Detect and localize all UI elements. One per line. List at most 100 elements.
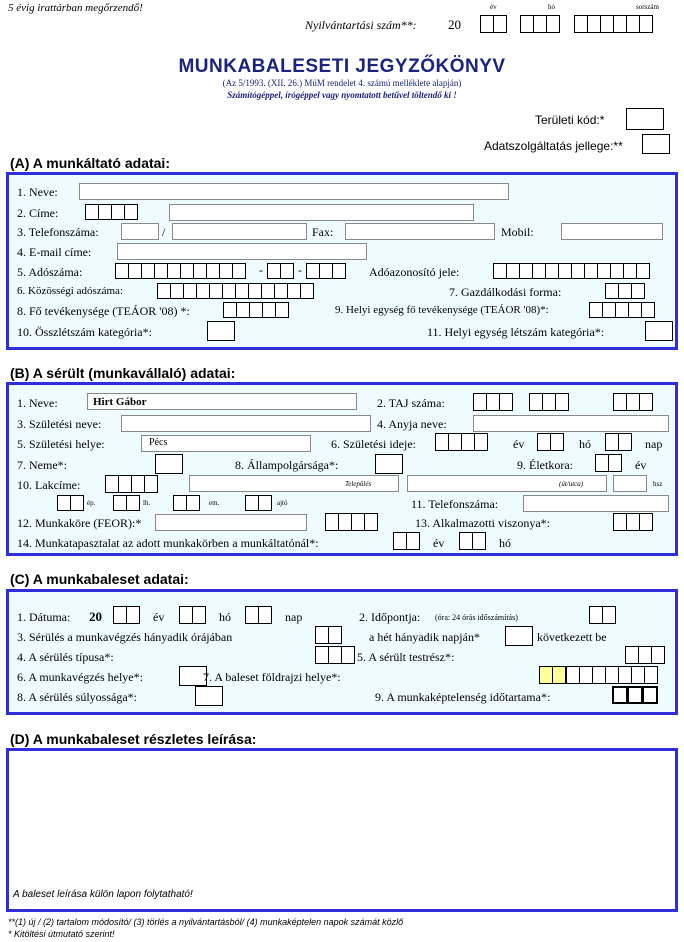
c-date-label: 1. Dátuma: [17,610,71,624]
b-birthdate-month-cells[interactable] [537,433,564,451]
c-occurred-label: következett be [537,630,607,644]
a-mobil-label: Mobil: [501,225,534,239]
b-age-ev: év [635,458,647,472]
b-taj-cells-1[interactable] [473,393,513,411]
b-residence-door-cells[interactable] [245,495,272,511]
a-taxnum-cells-1[interactable] [115,263,246,279]
c-workplace-label: 6. A munkavégzés helye*: [17,670,143,684]
b-phone-label: 11. Telefonszáma: [411,497,499,511]
c-date-prefix: 20 [89,609,102,624]
b-residence-city-input[interactable] [189,475,399,492]
a-local-activity-cells[interactable] [589,302,655,318]
c-date-year-cells[interactable] [113,606,140,624]
a-local-headcount-field[interactable] [645,321,673,341]
b-employment-cells[interactable] [613,513,653,531]
c-date-day-cells[interactable] [245,606,272,624]
c-time-cells[interactable] [589,606,616,624]
b-residence-street-input[interactable] [407,475,607,492]
c-incapacity-cells[interactable] [612,686,658,704]
b-citizenship-field[interactable] [375,454,403,474]
a-address-label: 2. Címe: [17,206,59,220]
registry-col-ho: hó [548,3,555,11]
b-residence-building-cells[interactable] [57,495,84,511]
a-email-input[interactable] [117,243,367,260]
fill-instruction: Számítógéppel, írógéppel vagy nyomtatott… [227,90,457,100]
d-description-area[interactable] [9,751,675,909]
a-eu-taxnum-cells[interactable] [157,283,314,299]
b-birthdate-year-cells[interactable] [435,433,488,451]
c-location-label: 7. A baleset földrajzi helye*: [203,670,341,684]
b-residence-floor-cells[interactable] [173,495,200,511]
b-sex-label: 7. Neme*: [17,458,67,472]
b-residence-housenum-input[interactable] [613,475,647,492]
a-name-input[interactable] [79,183,509,200]
c-location-cells[interactable] [566,666,658,684]
b-taj-cells-2[interactable] [529,393,569,411]
a-name-label: 1. Neve: [17,185,58,199]
c-location-cells-highlighted[interactable] [539,666,566,684]
a-phone-area-input[interactable] [121,223,159,240]
c-severity-field[interactable] [195,686,223,706]
c-date-month-cells[interactable] [179,606,206,624]
b-birthdate-label: 6. Születési ideje: [331,437,416,451]
section-a-panel: 1. Neve: 2. Címe: 3. Telefonszáma: / Fax… [6,172,678,350]
b-birthdate-day-cells[interactable] [605,433,632,451]
b-experience-year-cells[interactable] [393,532,420,550]
b-birthplace-value: Pécs [149,437,168,448]
a-postcode-cells[interactable] [85,204,138,220]
b-taj-cells-3[interactable] [613,393,653,411]
b-residence-postcode-cells[interactable] [105,475,158,493]
b-job-cells[interactable] [325,513,378,531]
a-taxnum-cells-3[interactable] [306,263,346,279]
b-residence-street-caption: (út/utca) [559,480,584,488]
registry-serial-cells[interactable] [574,15,653,33]
c-date-ho: hó [219,610,231,624]
a-taxnum-cells-2[interactable] [267,263,294,279]
b-name-input[interactable] [87,393,357,410]
a-email-label: 4. E-mail címe: [17,245,92,259]
b-job-input[interactable] [155,514,307,531]
a-headcount-field[interactable] [207,321,235,341]
a-taxid-cells[interactable] [493,263,650,279]
data-nature-field[interactable] [642,134,670,154]
page-title: MUNKABALESETI JEGYZŐKÖNYV [178,56,506,77]
registry-month-cells[interactable] [520,15,560,33]
b-birthname-input[interactable] [121,415,371,432]
b-employment-label: 13. Alkalmazotti viszonya*: [415,516,550,530]
territorial-code-field[interactable] [626,108,664,130]
a-fax-input[interactable] [345,223,495,240]
b-birthplace-input[interactable] [141,435,311,452]
a-local-activity-label: 9. Helyi egység fő tevékenysége (TEÁOR '… [335,304,549,316]
b-birthname-label: 3. Születési neve: [17,417,102,431]
a-phone-input[interactable] [172,223,307,240]
b-phone-input[interactable] [523,495,669,512]
b-job-label: 12. Munkaköre (FEOR):* [17,516,142,530]
b-name-value: Hirt Gábor [93,396,147,408]
page-subtitle: (Az 5/1993. (XII. 26.) MüM rendelet 4. s… [222,78,462,88]
a-phone-label: 3. Telefonszáma: [17,225,99,239]
b-residence-hsz: hsz [653,480,663,488]
b-experience-month-cells[interactable] [459,532,486,550]
retention-note: 5 évig irattárban megőrzendő! [8,2,143,14]
b-residence-city-caption: Település [345,480,372,488]
c-workplace-field[interactable] [179,666,207,686]
a-taxnum-dash-1: - [259,263,263,277]
c-injury-type-cells[interactable] [315,646,355,664]
a-mobil-input[interactable] [561,223,663,240]
b-age-cells[interactable] [595,454,622,472]
c-weekday-field[interactable] [505,626,533,646]
b-experience-ev: év [433,536,445,550]
b-residence-stair-cells[interactable] [113,495,140,511]
c-body-part-cells[interactable] [625,646,665,664]
section-c-title: (C) A munkabaleset adatai: [10,571,189,587]
a-address-input[interactable] [169,204,474,221]
c-hour-cells[interactable] [315,626,342,644]
registry-year-cells[interactable] [480,15,507,33]
footer-note-2: * Kitöltési útmutató szerint! [8,929,115,939]
a-activity-cells[interactable] [223,302,289,318]
b-mothername-input[interactable] [473,415,669,432]
b-sex-field[interactable] [155,454,183,474]
b-birthplace-label: 5. Születési helye: [17,437,105,451]
a-business-form-cells[interactable] [605,283,645,299]
b-residence-lh: lh. [143,499,151,507]
